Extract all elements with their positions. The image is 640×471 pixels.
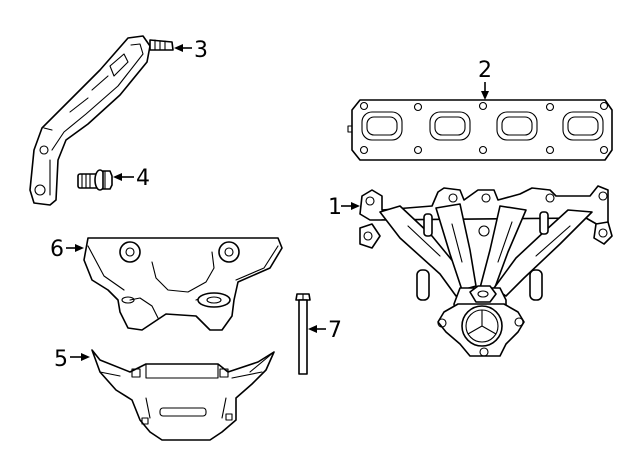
bracket-part-3 [29,35,174,206]
callout-6: 6 [50,237,84,262]
callout-5: 5 [54,347,90,372]
svg-text:2: 2 [478,58,492,83]
bolt-part-4 [77,169,113,191]
svg-text:5: 5 [54,347,68,372]
callout-7: 7 [308,318,342,343]
manifold-part-1 [359,185,613,357]
long-bolt-part-7 [295,293,311,375]
callout-1: 1 [328,195,360,220]
svg-text:3: 3 [194,38,208,63]
gasket-part-2 [347,99,613,161]
heat-shield-lower-part-5 [91,349,275,441]
svg-text:4: 4 [136,166,150,191]
callout-2: 2 [478,58,492,100]
callout-4: 4 [113,166,150,191]
heat-shield-upper-part-6 [83,237,283,331]
svg-text:1: 1 [328,195,342,220]
svg-text:7: 7 [328,318,342,343]
callout-3: 3 [174,38,208,63]
svg-text:6: 6 [50,237,64,262]
